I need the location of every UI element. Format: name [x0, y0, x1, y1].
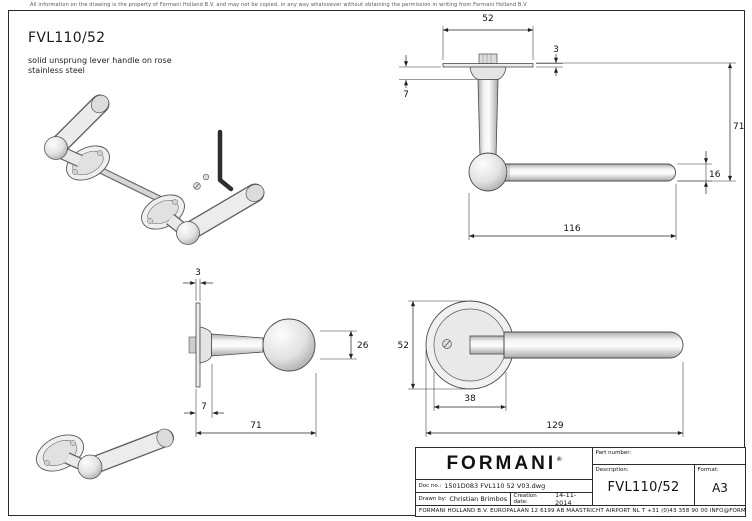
- loose-screw: [202, 173, 210, 181]
- dim-label-total: 129: [546, 421, 563, 431]
- title-block: FORMANI® Part number: Description: FVL11…: [415, 447, 746, 517]
- lever-grip: [503, 331, 684, 359]
- dim-label-plate: 3: [553, 45, 559, 55]
- isometric-exploded-view: [44, 94, 265, 245]
- dim-label-height: 71: [733, 122, 744, 132]
- profile-view-dimensions: 3 26 7 71: [183, 268, 369, 437]
- dim-label-width: 52: [482, 14, 493, 24]
- handle-ball: [44, 136, 68, 160]
- rose-screw: [70, 440, 76, 446]
- drawn-by-cell: Drawn by: Christian Brimbos: [416, 493, 511, 506]
- creation-date-label: Creation date:: [513, 493, 537, 505]
- doc-number-cell: Doc no.: 1501D083 FVL110 52 V03.dwg: [416, 480, 593, 493]
- doc-number-label: Doc no.:: [418, 482, 442, 489]
- product-code: FVL110/52: [607, 480, 680, 495]
- drawing-subtitle: solid unsprung lever handle on rose stai…: [28, 56, 172, 76]
- handle-ball: [468, 152, 508, 192]
- creation-date-cell: Creation date: 14-11-2014: [511, 493, 593, 506]
- spindle-end: [478, 53, 498, 64]
- drawn-by-label: Drawn by:: [418, 495, 447, 502]
- dim-label-offset: 7: [403, 90, 409, 100]
- dim-label-rose: 52: [398, 341, 409, 351]
- format-label: Format:: [697, 466, 719, 473]
- description-cell: Description: FVL110/52: [593, 465, 695, 506]
- front-view: [425, 300, 684, 390]
- handle-neck: [211, 333, 264, 357]
- part-number-label: Part number:: [595, 449, 632, 456]
- rose-flange: [199, 326, 212, 364]
- dim-label-length: 116: [563, 224, 580, 234]
- drawing-title: FVL110/52: [28, 30, 106, 46]
- registered-mark: ®: [557, 457, 562, 464]
- dim-label-offset: 7: [201, 402, 207, 412]
- format-cell: Format: A3: [695, 465, 745, 506]
- profile-view: [188, 302, 316, 388]
- sheet-border: [8, 10, 745, 516]
- rose-screw: [97, 150, 103, 156]
- rose-flange: [469, 66, 507, 80]
- drawn-by-value: Christian Brimbos: [449, 495, 508, 503]
- isometric-single-view: [36, 428, 174, 480]
- description-label: Description:: [595, 466, 629, 473]
- subtitle-line-2: stainless steel: [28, 66, 85, 75]
- company-footer: FORMANI HOLLAND B.V. EUROPALAAN 12 6199 …: [419, 508, 745, 514]
- rose-screw: [172, 199, 178, 205]
- brand-logo: FORMANI®: [416, 448, 593, 480]
- dim-label-grip: 16: [709, 170, 721, 180]
- dim-label-ball: 26: [357, 341, 369, 351]
- disclaimer-text: All information on the drawing is the pr…: [30, 2, 527, 8]
- lever-neck: [469, 335, 505, 355]
- rose-screw: [44, 460, 50, 466]
- handle-ball: [77, 454, 103, 480]
- grip-end-cap: [90, 94, 110, 114]
- rose-plate-edge: [442, 63, 534, 68]
- side-view-dimensions: 52 3 7 71 16 116: [399, 14, 744, 240]
- dim-label-depth: 71: [250, 421, 261, 431]
- grip-end-cap: [156, 428, 174, 448]
- rose-screw: [147, 218, 153, 224]
- dim-label-inner: 38: [464, 394, 476, 404]
- dim-label-plate: 3: [195, 268, 201, 278]
- handle-neck: [477, 79, 499, 158]
- handle-grip: [487, 163, 676, 182]
- rose-plate: [195, 302, 201, 388]
- allen-key: [217, 129, 234, 192]
- handle-ball: [176, 221, 200, 245]
- front-view-dimensions: 52 38 129: [398, 300, 684, 437]
- brand-name: FORMANI: [446, 452, 557, 474]
- rose-screw: [72, 169, 78, 175]
- spindle-back: [188, 336, 197, 354]
- grip-end-cap: [245, 184, 265, 202]
- part-number-cell: Part number:: [593, 448, 745, 465]
- side-view: [442, 53, 676, 192]
- handle-ball: [262, 318, 316, 372]
- subtitle-line-1: solid unsprung lever handle on rose: [28, 56, 172, 65]
- format-value: A3: [712, 480, 728, 495]
- doc-number-value: 1501D083 FVL110 52 V03.dwg: [444, 482, 546, 490]
- creation-date-value: 14-11-2014: [554, 493, 577, 506]
